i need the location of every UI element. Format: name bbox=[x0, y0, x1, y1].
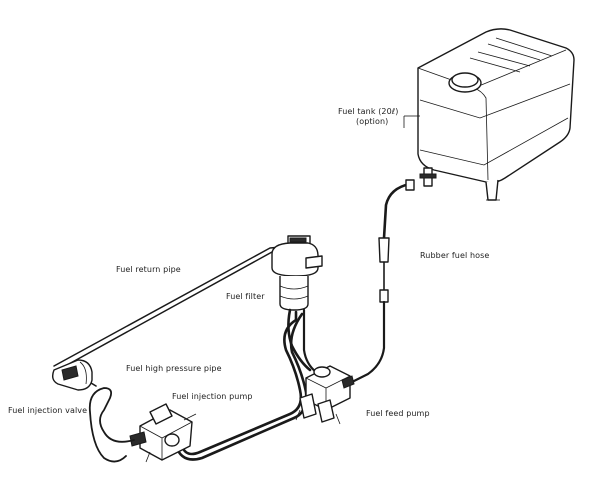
label-fuel-tank-option: (option) bbox=[356, 117, 389, 126]
label-fuel-injection-valve: Fuel injection valve bbox=[8, 406, 88, 415]
leader-lines bbox=[403, 115, 420, 128]
label-rubber-fuel-hose: Rubber fuel hose bbox=[420, 251, 490, 260]
label-fuel-filter: Fuel filter bbox=[226, 292, 265, 301]
fuel-supply-pipes bbox=[174, 308, 318, 461]
label-fuel-injection-pump: Fuel injection pump bbox=[172, 392, 253, 401]
fuel-tank bbox=[417, 28, 575, 201]
fuel-injection-valve bbox=[51, 359, 93, 391]
fuel-injection-pump bbox=[129, 403, 197, 463]
rubber-fuel-hose bbox=[346, 179, 415, 386]
fuel-filter bbox=[271, 235, 323, 311]
label-fuel-feed-pump: Fuel feed pump bbox=[366, 409, 430, 418]
label-fuel-tank: Fuel tank (20ℓ) bbox=[338, 107, 399, 116]
fuel-feed-pump bbox=[295, 365, 355, 425]
fuel-high-pressure-pipe bbox=[85, 379, 135, 463]
label-fuel-high-pressure-pipe: Fuel high pressure pipe bbox=[126, 364, 222, 373]
label-fuel-return-pipe: Fuel return pipe bbox=[116, 265, 181, 274]
